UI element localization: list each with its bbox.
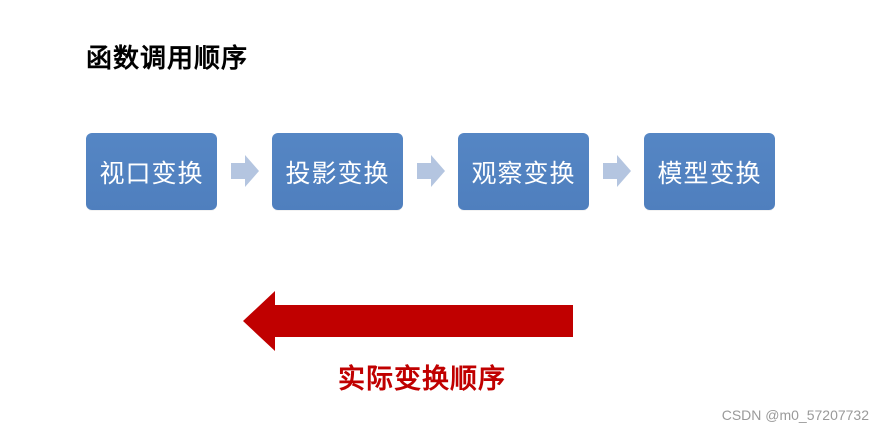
diagram-title: 函数调用顺序 [86, 44, 249, 74]
right-arrow-icon [231, 155, 259, 187]
step-label: 模型变换 [657, 158, 762, 188]
right-arrow-icon [603, 155, 631, 187]
step-label: 视口变换 [99, 158, 204, 188]
step-box-model: 模型变换 [644, 133, 775, 210]
right-arrow-icon [417, 155, 445, 187]
step-box-view: 观察变换 [458, 133, 589, 210]
step-box-viewport: 视口变换 [86, 133, 217, 210]
left-arrow-icon [243, 291, 573, 351]
actual-order-caption: 实际变换顺序 [338, 364, 506, 395]
watermark: CSDN @m0_57207732 [721, 407, 869, 423]
step-label: 观察变换 [471, 158, 576, 188]
step-label: 投影变换 [285, 158, 390, 188]
step-box-projection: 投影变换 [272, 133, 403, 210]
